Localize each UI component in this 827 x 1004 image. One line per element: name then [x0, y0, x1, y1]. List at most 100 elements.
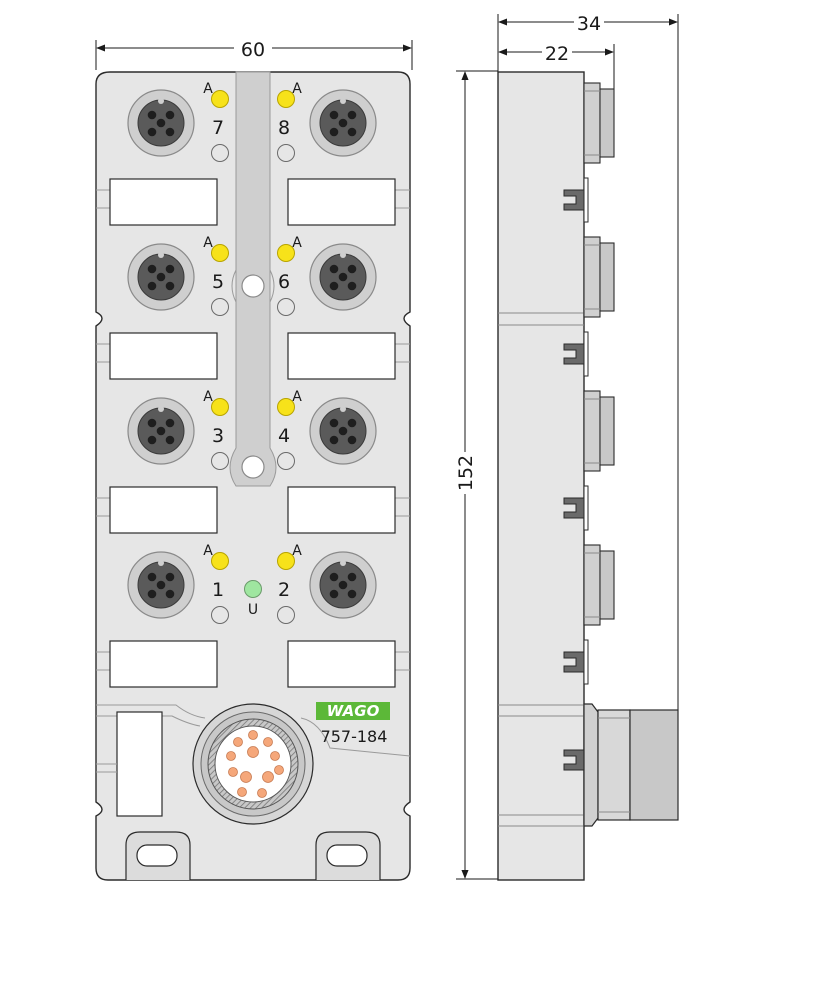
side-clip: [563, 331, 589, 377]
port-pin: [329, 435, 339, 445]
port-pin: [156, 580, 166, 590]
label-strip: [287, 178, 396, 226]
port-pin: [147, 435, 157, 445]
width-label: 60: [241, 39, 265, 61]
port-pin: [156, 426, 166, 436]
port-pin: [329, 281, 339, 291]
port-pin: [347, 589, 357, 599]
port-pin: [156, 272, 166, 282]
port-number: 8: [278, 117, 290, 139]
power-led: [244, 580, 262, 598]
label-strip: [109, 332, 218, 380]
port-pin: [165, 110, 175, 120]
port-pin: [147, 589, 157, 599]
diag-led: [211, 144, 229, 162]
port-4: A4: [277, 389, 377, 470]
port-pin: [147, 264, 157, 274]
port-key: [158, 98, 164, 104]
brand-text: WAGO: [327, 702, 380, 720]
port-pin: [347, 435, 357, 445]
port-pin: [165, 435, 175, 445]
bus-connector-pins: [226, 730, 284, 798]
port-key: [340, 560, 346, 566]
port-pin: [338, 118, 348, 128]
port-key: [158, 560, 164, 566]
port-pin: [329, 127, 339, 137]
port-number: 4: [278, 425, 290, 447]
port-number: 6: [278, 271, 290, 293]
height-label: 152: [455, 455, 477, 491]
port-pin: [165, 589, 175, 599]
label-strip: [287, 332, 396, 380]
status-led: [277, 552, 295, 570]
port-key: [340, 406, 346, 412]
side-connectors: [563, 82, 615, 783]
mounting-ears: [125, 831, 381, 880]
port-pin: [338, 580, 348, 590]
diag-led: [211, 298, 229, 316]
port-pin: [338, 272, 348, 282]
label-strip: [109, 486, 218, 534]
port-pin: [347, 264, 357, 274]
port-pin: [347, 281, 357, 291]
port-pin: [347, 572, 357, 582]
bus-connector-side: [583, 703, 679, 827]
led-label: A: [292, 389, 302, 405]
side-port: [583, 544, 615, 626]
port-key: [158, 252, 164, 258]
port-pin: [329, 589, 339, 599]
total-depth-label: 34: [577, 13, 601, 35]
port-3: A3: [127, 389, 229, 470]
mounting-hole-upper: [241, 274, 265, 298]
status-led: [211, 398, 229, 416]
led-label: A: [203, 389, 213, 405]
port-pin: [147, 127, 157, 137]
label-strip: [287, 640, 396, 688]
width-dimension: 60: [95, 39, 413, 70]
front-view: 60 A: [95, 39, 413, 881]
diag-led: [277, 452, 295, 470]
side-port: [583, 82, 615, 164]
led-label: A: [292, 543, 302, 559]
height-dimension: 152: [455, 70, 498, 880]
bus-connector-face: [214, 725, 292, 803]
status-led: [211, 90, 229, 108]
port-number: 2: [278, 579, 290, 601]
led-label: A: [203, 81, 213, 97]
port-pin: [347, 110, 357, 120]
diag-led: [211, 606, 229, 624]
body-depth-label: 22: [545, 43, 569, 65]
side-clip: [563, 177, 589, 223]
port-pin: [347, 127, 357, 137]
status-led: [277, 244, 295, 262]
depth-dimensions: 34 22: [497, 13, 679, 820]
port-pin: [147, 281, 157, 291]
label-strip: [109, 640, 218, 688]
side-port: [583, 236, 615, 318]
port-pin: [329, 418, 339, 428]
port-pin: [147, 572, 157, 582]
port-pin: [165, 281, 175, 291]
port-number: 1: [212, 579, 224, 601]
port-pin: [165, 127, 175, 137]
mounting-hole-lower: [241, 455, 265, 479]
port-pin: [147, 110, 157, 120]
port-key: [340, 252, 346, 258]
port-key: [340, 98, 346, 104]
port-pin: [347, 418, 357, 428]
power-led-label: U: [248, 602, 258, 618]
marker-slot: [116, 711, 163, 817]
port-pin: [147, 418, 157, 428]
status-led: [277, 90, 295, 108]
status-led: [211, 552, 229, 570]
port-pin: [165, 572, 175, 582]
bus-connector-area: WAGO 757-184: [96, 702, 411, 825]
label-strip: [287, 486, 396, 534]
label-strip: [109, 178, 218, 226]
diag-led: [211, 452, 229, 470]
port-pin: [329, 110, 339, 120]
port-pin: [156, 118, 166, 128]
port-5: A5: [127, 235, 229, 316]
wago-logo: WAGO: [316, 702, 390, 720]
port-2: A2: [277, 543, 377, 624]
